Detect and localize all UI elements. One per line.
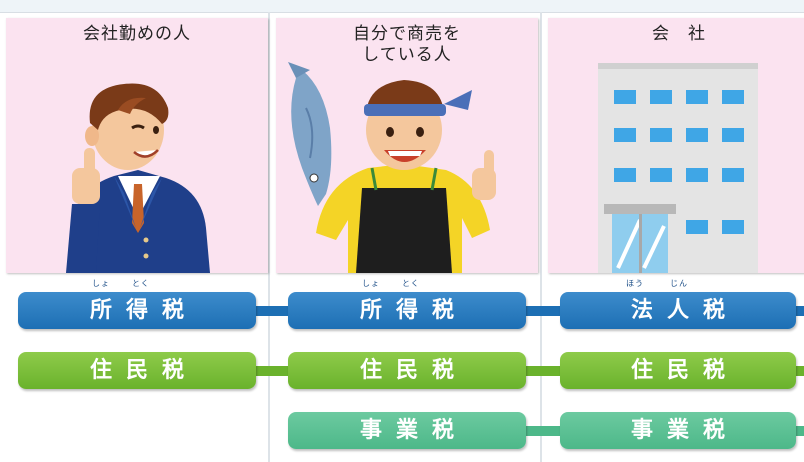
ruby-text: ほう [626, 279, 644, 288]
tax-label: 住民税 [630, 358, 739, 383]
column-divider [540, 12, 542, 462]
tax-label: 住民税 [359, 358, 468, 383]
tax-pill-resident-tax: 住民税 [288, 352, 526, 389]
panel-title-employee: 会社勤めの人 [83, 24, 191, 44]
tax-label: 所得税 [89, 298, 198, 323]
tax-pill-income-tax: しょ とく 所得税 [18, 279, 256, 329]
panel-company: 会 社 [548, 18, 804, 273]
tax-label: 事業税 [630, 418, 739, 443]
tax-pill-resident-tax: 住民税 [18, 352, 256, 389]
tax-label: 住民税 [89, 358, 198, 383]
panel-title-self-employed: 自分で商売を している人 [353, 24, 461, 65]
ruby-text: とく [132, 279, 150, 288]
tax-pill-resident-tax: 住民税 [560, 352, 796, 389]
connector-income [526, 306, 566, 316]
connector-business [796, 426, 804, 436]
connector-business [526, 426, 566, 436]
panel-title-company: 会 社 [652, 24, 706, 44]
ruby-text: しょ [362, 279, 380, 288]
tax-pill-business-tax: 事業税 [288, 412, 526, 449]
ruby-text: しょ [92, 279, 110, 288]
tax-pill-business-tax: 事業税 [560, 412, 796, 449]
connector-income [256, 306, 296, 316]
office-worker-illustration [66, 83, 210, 273]
column-divider [268, 12, 270, 462]
ruby-text: じん [670, 279, 688, 288]
panel-self-employed: 自分で商売を している人 [276, 18, 538, 273]
tax-pill-corporate-tax: ほう じん 法人税 [560, 279, 796, 329]
tax-label: 所得税 [359, 298, 468, 323]
tax-pill-income-tax: しょ とく 所得税 [288, 279, 526, 329]
fishmonger-illustration [288, 62, 496, 273]
panel-employee: 会社勤めの人 [6, 18, 268, 273]
connector-resident [526, 366, 566, 376]
connector-resident [256, 366, 296, 376]
top-strip [0, 0, 804, 13]
connector-income [796, 306, 804, 316]
office-building-illustration [598, 63, 758, 273]
tax-label: 法人税 [630, 298, 739, 323]
ruby-text: とく [402, 279, 420, 288]
connector-resident [796, 366, 804, 376]
tax-label: 事業税 [359, 418, 468, 443]
